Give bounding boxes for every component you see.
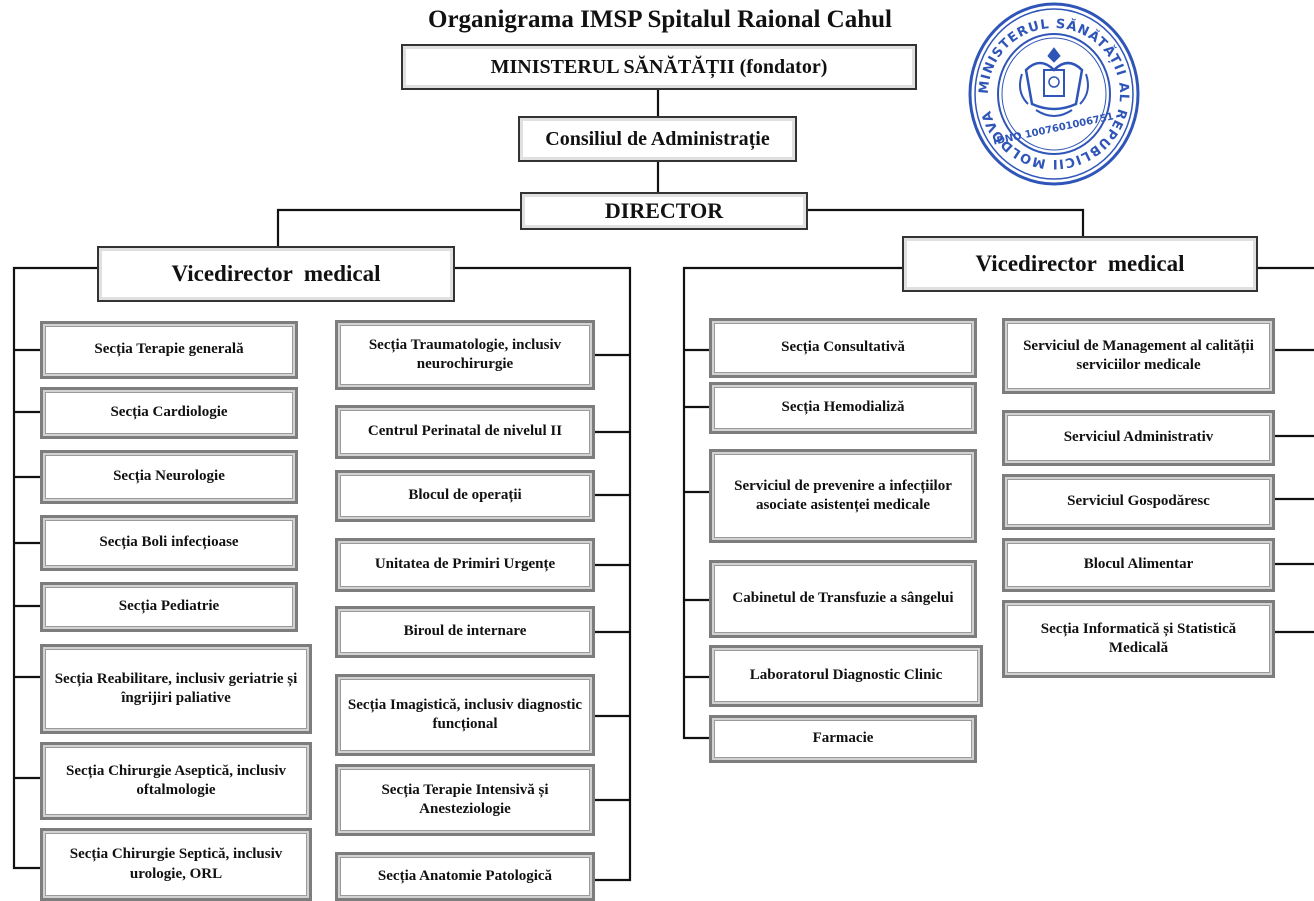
unit-box: Secția Consultativă: [709, 318, 977, 378]
unit-label: Secția Informatică și Statistică Medical…: [1040, 620, 1237, 657]
chart-title: Organigrama IMSP Spitalul Raional Cahul: [428, 6, 892, 33]
unit-box: Biroul de internare: [335, 606, 595, 658]
unit-label: Serviciul Gospodăresc: [1067, 493, 1210, 510]
unit-box: Secția Traumatologie, inclusiv neurochir…: [335, 320, 595, 390]
official-seal-icon: MINISTERUL SĂNĂTĂȚII AL REPUBLICII MOLDO…: [968, 2, 1140, 186]
unit-label: Blocul Alimentar: [1083, 556, 1194, 573]
unit-box: Secția Anatomie Patologică: [335, 852, 595, 901]
unit-box: Secția Hemodializă: [709, 382, 977, 434]
unit-box: Secția Chirurgie Aseptică, inclusiv ofta…: [40, 742, 312, 820]
left-vicedirector-box: Vicedirector medical: [97, 246, 455, 302]
unit-box: Secția Terapie generală: [40, 321, 298, 379]
unit-label: Unitatea de Primiri Urgențe: [374, 556, 556, 573]
unit-box: Blocul Alimentar: [1002, 538, 1275, 592]
unit-label: Cabinetul de Transfuzie a sângelui: [732, 590, 954, 607]
unit-box: Serviciul de prevenire a infecțiilor aso…: [709, 449, 977, 543]
left-vicedirector-label: Vicedirector medical: [171, 261, 381, 287]
unit-label: Secția Pediatrie: [118, 598, 220, 615]
svg-text:MINISTERUL SĂNĂTĂȚII AL REPUBL: MINISTERUL SĂNĂTĂȚII AL REPUBLICII MOLDO…: [977, 17, 1131, 171]
unit-label: Secția Cardiologie: [110, 404, 228, 421]
unit-label: Blocul de operații: [408, 487, 522, 504]
unit-box: Secția Chirurgie Septică, inclusiv urolo…: [40, 828, 312, 901]
unit-label: Serviciul de prevenire a infecțiilor aso…: [734, 477, 952, 514]
unit-label: Secția Terapie Intensivă și Anesteziolog…: [381, 781, 549, 818]
unit-label: Secția Chirurgie Septică, inclusiv urolo…: [69, 846, 283, 882]
unit-box: Laboratorul Diagnostic Clinic: [709, 645, 983, 707]
unit-label: Serviciul de Management al calității ser…: [1023, 337, 1254, 374]
right-vicedirector-label: Vicedirector medical: [975, 251, 1185, 277]
unit-box: Secția Terapie Intensivă și Anesteziolog…: [335, 764, 595, 836]
director-label: DIRECTOR: [604, 197, 724, 223]
council-label: Consiliul de Administrație: [545, 128, 770, 150]
ministry-label: MINISTERUL SĂNĂTĂȚII (fondator): [490, 56, 828, 78]
council-box: Consiliul de Administrație: [518, 116, 797, 162]
unit-box: Secția Pediatrie: [40, 582, 298, 632]
ministry-box: MINISTERUL SĂNĂTĂȚII (fondator): [401, 44, 917, 90]
unit-box: Secția Boli infecțioase: [40, 515, 298, 571]
unit-label: Secția Imagistică, inclusiv diagnostic f…: [347, 696, 583, 733]
unit-label: Secția Consultativă: [781, 339, 905, 356]
director-box: DIRECTOR: [520, 192, 808, 230]
unit-label: Laboratorul Diagnostic Clinic: [749, 667, 943, 684]
unit-label: Secția Terapie generală: [94, 341, 244, 358]
unit-box: Centrul Perinatal de nivelul II: [335, 405, 595, 459]
unit-label: Farmacie: [812, 730, 874, 747]
unit-box: Farmacie: [709, 715, 977, 763]
unit-box: Secția Reabilitare, inclusiv geriatrie ș…: [40, 644, 312, 734]
unit-label: Secția Anatomie Patologică: [377, 867, 553, 884]
unit-label: Biroul de internare: [403, 623, 527, 640]
unit-box: Unitatea de Primiri Urgențe: [335, 538, 595, 592]
unit-label: Secția Neurologie: [113, 468, 225, 485]
unit-label: Secția Hemodializă: [781, 399, 905, 416]
unit-box: Secția Imagistică, inclusiv diagnostic f…: [335, 674, 595, 756]
seal-text: MINISTERUL SĂNĂTĂȚII AL REPUBLICII MOLDO…: [977, 17, 1130, 171]
unit-label: Secția Chirurgie Aseptică, inclusiv ofta…: [66, 762, 286, 799]
unit-box: Secția Informatică și Statistică Medical…: [1002, 600, 1275, 678]
unit-box: Secția Cardiologie: [40, 387, 298, 439]
unit-box: Serviciul Gospodăresc: [1002, 474, 1275, 530]
unit-box: Secția Neurologie: [40, 450, 298, 504]
unit-label: Secția Reabilitare, inclusiv geriatrie ș…: [54, 670, 298, 707]
unit-box: Blocul de operații: [335, 470, 595, 522]
unit-box: Serviciul de Management al calității ser…: [1002, 318, 1275, 394]
unit-label: Serviciul Administrativ: [1063, 429, 1214, 446]
unit-label: Centrul Perinatal de nivelul II: [367, 423, 563, 440]
right-vicedirector-box: Vicedirector medical: [902, 236, 1258, 292]
unit-box: Cabinetul de Transfuzie a sângelui: [709, 560, 977, 638]
unit-label: Secția Traumatologie, inclusiv neurochir…: [368, 336, 562, 373]
unit-box: Serviciul Administrativ: [1002, 410, 1275, 466]
unit-label: Secția Boli infecțioase: [99, 534, 239, 551]
